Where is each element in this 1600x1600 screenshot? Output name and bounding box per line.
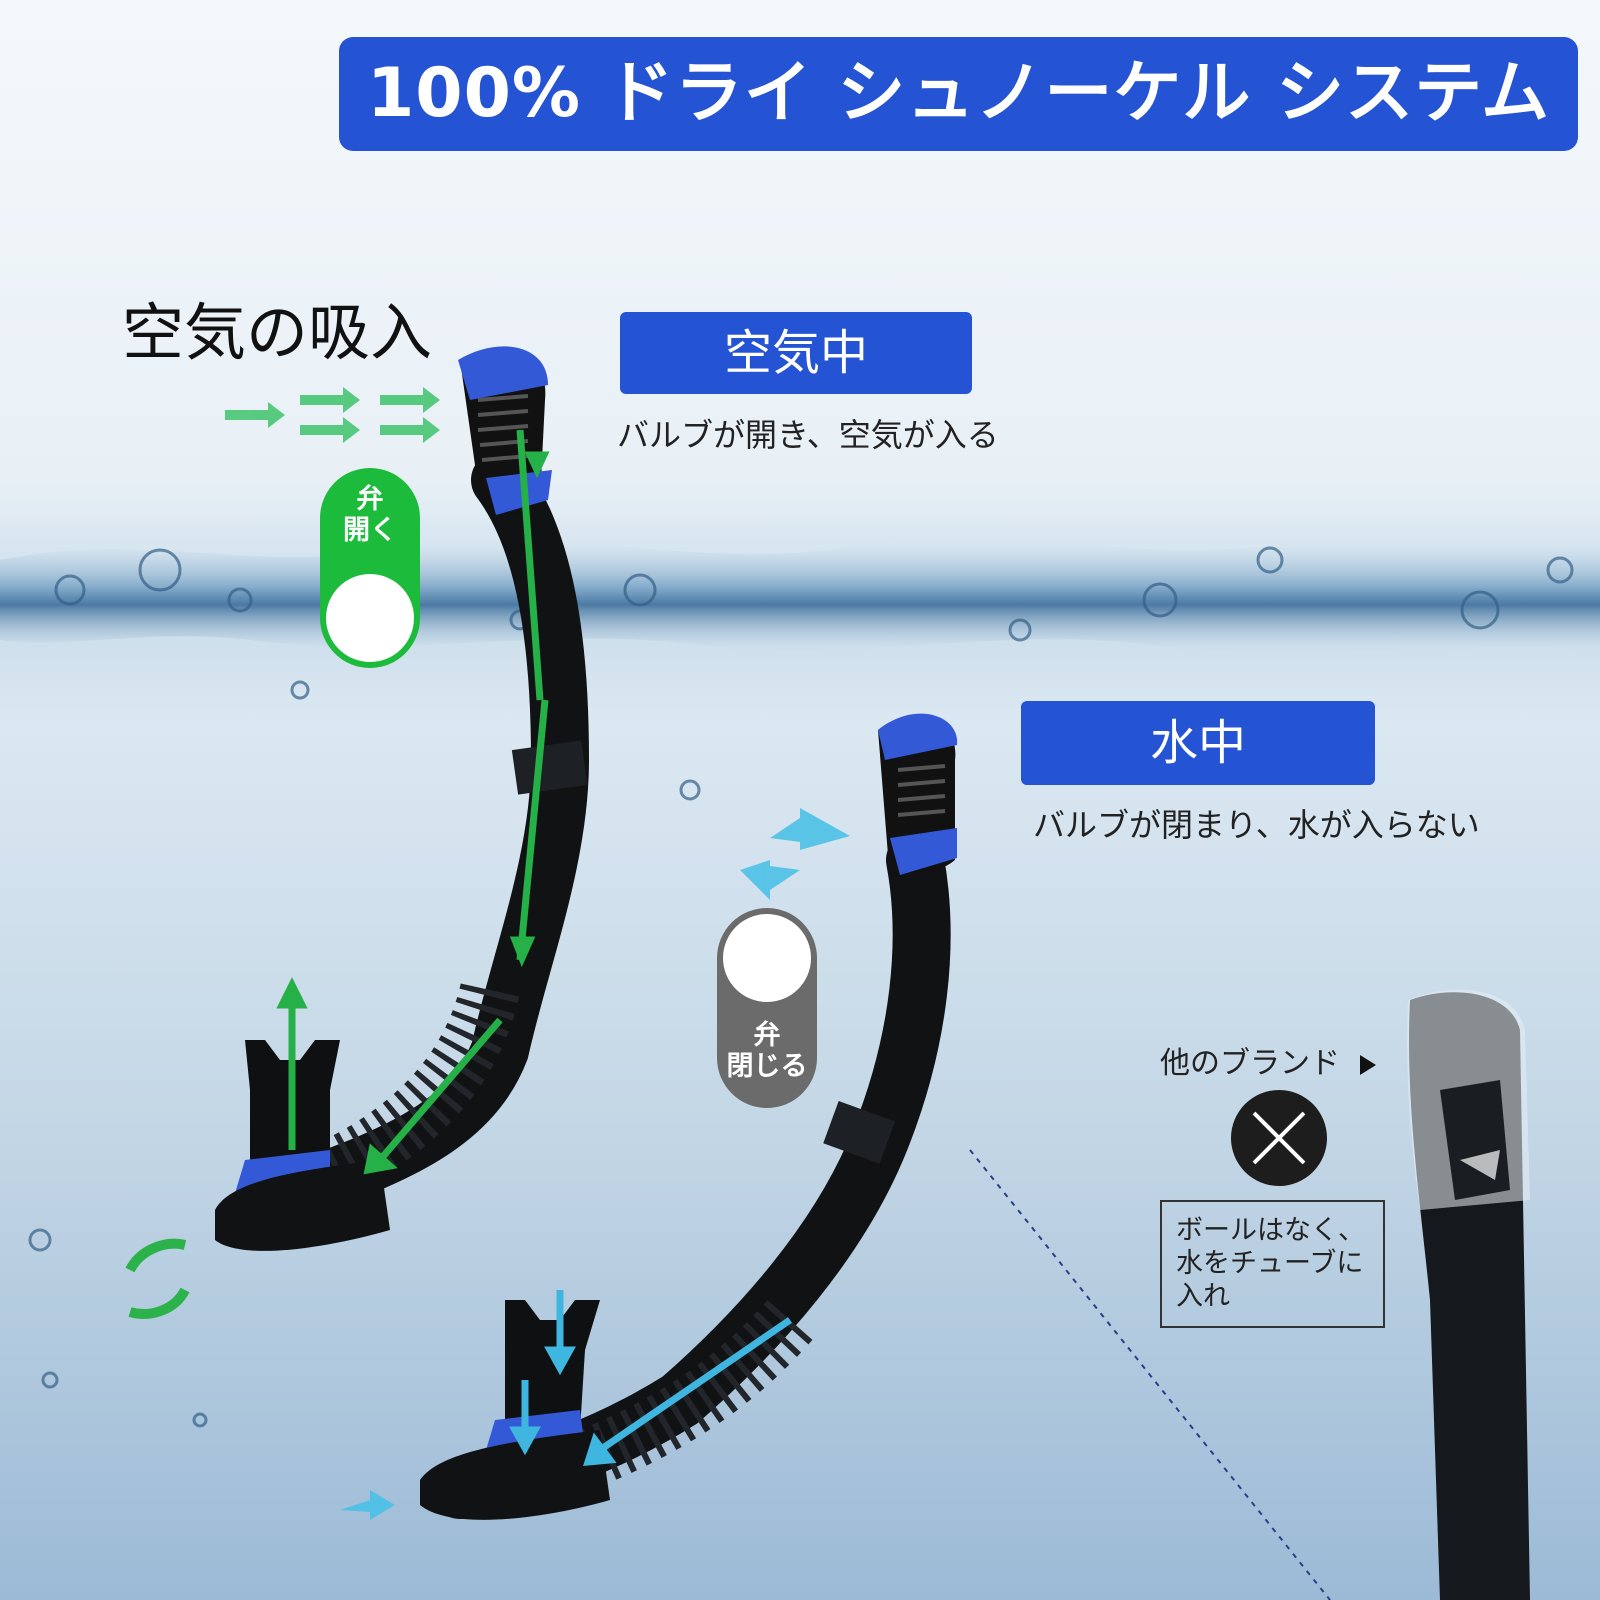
cross-icon [1231,1090,1327,1186]
valve-open-text: 弁 開く [343,484,397,546]
water-state-label: 水中 [1021,701,1375,785]
valve-closed-knob [723,914,811,1002]
page-title: 100% ドライ シュノーケル システム [339,37,1578,151]
cyan-swirl-arrows [340,808,850,1520]
other-brand-note: ボールはなく、 水をチューブに 入れ [1160,1200,1385,1328]
valve-closed-text: 弁 閉じる [726,1020,808,1082]
valve-closed-badge: 弁 閉じる [717,908,817,1108]
snorkel-closed [340,713,958,1520]
water-surface [0,532,1600,654]
air-intake-arrows [225,387,440,443]
air-intake-label: 空気の吸入 [122,296,433,369]
other-brand-snorkel [969,989,1530,1600]
green-swirl-arrows [125,1238,190,1319]
air-state-description: バルブが開き、空気が入る [617,416,999,454]
other-brand-label: 他のブランド [1160,1038,1378,1082]
air-state-label: 空気中 [620,312,972,394]
caret-right-icon [1359,1054,1376,1075]
cyan-flow-arrows [509,1290,792,1466]
green-flow-arrows [276,429,550,1175]
water-state-description: バルブが閉まり、水が入らない [1033,806,1480,844]
valve-open-knob [326,574,414,662]
snorkel-open [125,346,590,1319]
bubbles [28,546,1574,1428]
valve-open-badge: 弁 開く [320,468,420,668]
